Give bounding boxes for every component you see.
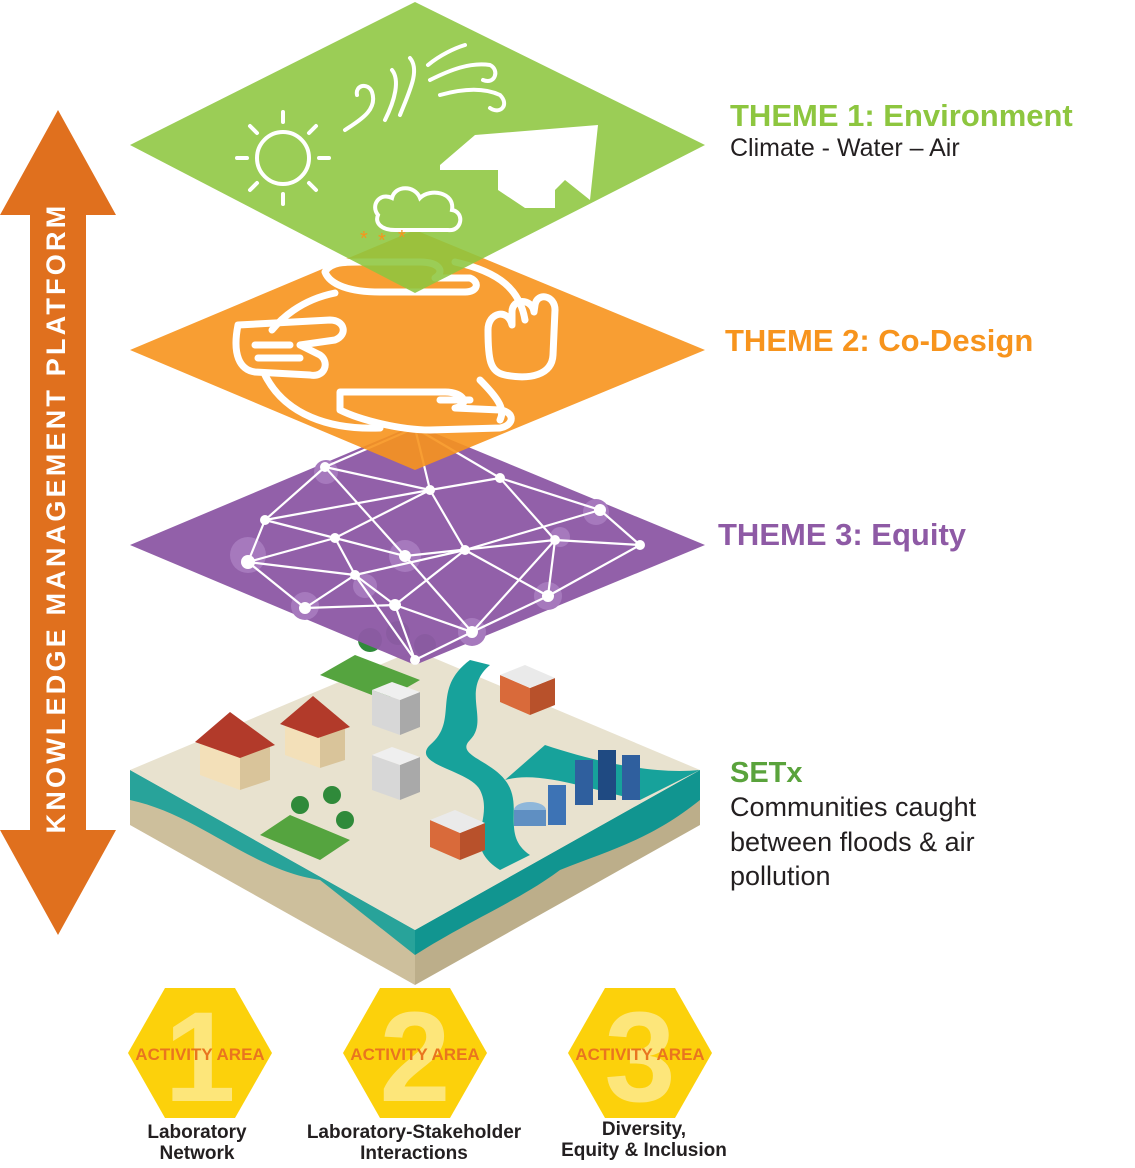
theme2-layer — [130, 230, 705, 470]
activity-area-3-number: 3 — [604, 986, 675, 1129]
activity-area-3-caption-line2: Equity & Inclusion — [561, 1139, 727, 1161]
theme3-title: THEME 3: Equity — [718, 517, 967, 552]
knowledge-platform-arrow: KNOWLEDGE MANAGEMENT PLATFORM — [0, 110, 116, 935]
knowledge-platform-label: KNOWLEDGE MANAGEMENT PLATFORM — [41, 203, 71, 834]
theme1-title: THEME 1: Environment — [730, 98, 1073, 133]
activity-area-1-caption-line2: Network — [159, 1142, 235, 1164]
theme1-label: THEME 1: Environment Climate - Water – A… — [730, 98, 1073, 162]
snowflake-icons: * * * — [360, 227, 406, 252]
svg-text:*: * — [360, 228, 368, 250]
activity-area-1-caption-line1: Laboratory — [147, 1122, 247, 1143]
activity-area-1: 1 ACTIVITY AREA — [128, 986, 272, 1129]
joined-hands-icon — [232, 258, 559, 434]
svg-text:*: * — [378, 230, 386, 252]
setx-landscape — [130, 621, 700, 985]
network-icon — [230, 423, 645, 665]
theme2-label: THEME 2: Co-Design — [725, 323, 1033, 359]
activity-area-3-label: ACTIVITY AREA — [575, 1045, 704, 1064]
setx-title: SETx — [730, 757, 803, 789]
activity-area-3: 3 ACTIVITY AREA — [568, 986, 712, 1129]
theme1-layer: * * * — [130, 2, 705, 293]
activity-area-3-caption-line1: Diversity, — [601, 1119, 687, 1140]
activity-area-2-number: 2 — [379, 986, 450, 1129]
activity-area-1-caption: Laboratory Network — [67, 1122, 327, 1165]
weather-house-icon — [235, 43, 507, 233]
theme3-label: THEME 3: Equity — [718, 517, 966, 553]
theme3-layer — [130, 423, 705, 665]
activity-area-2-caption: Laboratory-Stakeholder Interactions — [284, 1122, 544, 1165]
theme3-plane — [130, 425, 705, 665]
svg-text:*: * — [398, 227, 406, 249]
house-arrow-icon — [440, 125, 598, 208]
activity-area-1-number: 1 — [164, 986, 235, 1129]
theme1-subtitle: Climate - Water – Air — [730, 133, 960, 162]
setx-label: SETx Communities caught between floods &… — [730, 757, 1050, 894]
activity-area-2-label: ACTIVITY AREA — [350, 1045, 479, 1064]
activity-area-1-label: ACTIVITY AREA — [135, 1045, 264, 1064]
theme1-plane — [130, 2, 705, 293]
activity-area-2-caption-line2: Interactions — [360, 1142, 468, 1164]
theme2-title: THEME 2: Co-Design — [725, 323, 1034, 358]
activity-area-2-caption-line1: Laboratory-Stakeholder — [306, 1122, 522, 1143]
activity-area-3-caption: Diversity, Equity & Inclusion — [514, 1119, 774, 1162]
activity-area-2: 2 ACTIVITY AREA — [343, 986, 487, 1129]
setx-description: Communities caught between floods & air … — [730, 792, 977, 892]
theme2-plane — [130, 230, 705, 470]
